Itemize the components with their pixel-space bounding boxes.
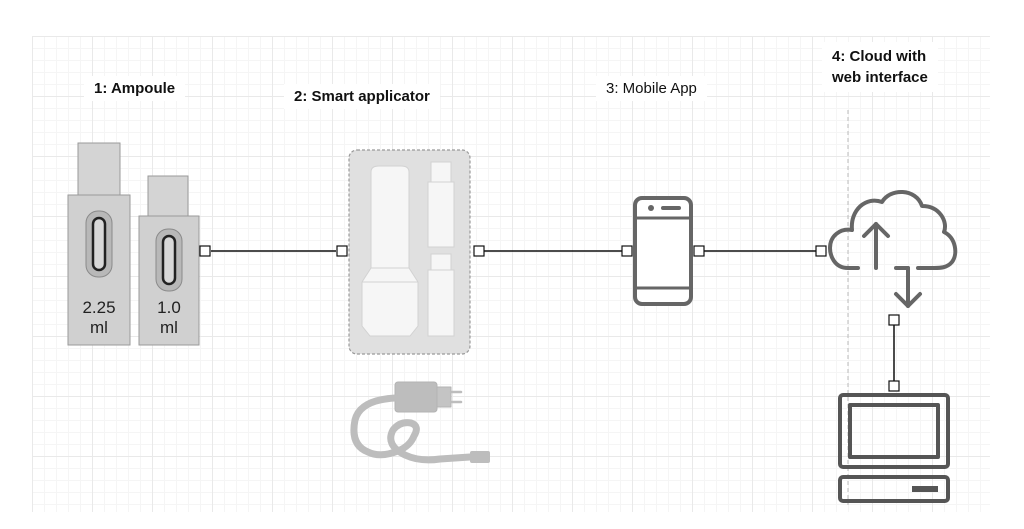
label-smart-applicator: 2: Smart applicator — [284, 84, 440, 109]
connector-port — [473, 245, 485, 257]
connector-port — [888, 380, 900, 392]
applicator-slot-top-cap — [430, 161, 452, 183]
applicator-slot-top — [427, 181, 455, 248]
ampoule-small-volume: 1.0 ml — [139, 298, 199, 338]
charger-icon — [350, 381, 490, 464]
cloud-icon — [828, 190, 958, 308]
label-mobile-app: 3: Mobile App — [596, 76, 707, 101]
ampoule-large-volume: 2.25 ml — [68, 298, 130, 338]
ampoule-icon — [67, 142, 200, 346]
grid-background — [32, 36, 990, 512]
applicator-device — [361, 165, 419, 337]
ampoule-small-cap — [147, 175, 189, 217]
connector-port — [815, 245, 827, 257]
applicator-icon — [348, 149, 471, 355]
ampoule-large-volume-unit: ml — [90, 318, 108, 337]
applicator-slot-bottom — [427, 269, 455, 337]
connector-port — [693, 245, 705, 257]
ampoule-small-volume-value: 1.0 — [157, 298, 181, 317]
ampoule-small-volume-unit: ml — [160, 318, 178, 337]
connector-port — [199, 245, 211, 257]
ampoule-small-window-inner — [161, 234, 177, 286]
applicator-slot-bottom-cap — [430, 253, 452, 271]
label-ampoule: 1: Ampoule — [84, 76, 186, 101]
ampoule-large-volume-value: 2.25 — [82, 298, 116, 317]
ampoule-large-cap — [77, 142, 121, 196]
connector-port — [336, 245, 348, 257]
ampoule-large-window-inner — [91, 216, 107, 272]
label-cloud-line1: 4: Cloud with — [832, 48, 927, 65]
desktop-computer-icon — [838, 393, 950, 503]
smartphone-icon — [633, 196, 693, 306]
label-cloud-line2: web interface — [832, 69, 928, 86]
label-cloud: 4: Cloud with web interface — [822, 42, 938, 92]
connector-port — [888, 314, 900, 326]
connector-port — [621, 245, 633, 257]
